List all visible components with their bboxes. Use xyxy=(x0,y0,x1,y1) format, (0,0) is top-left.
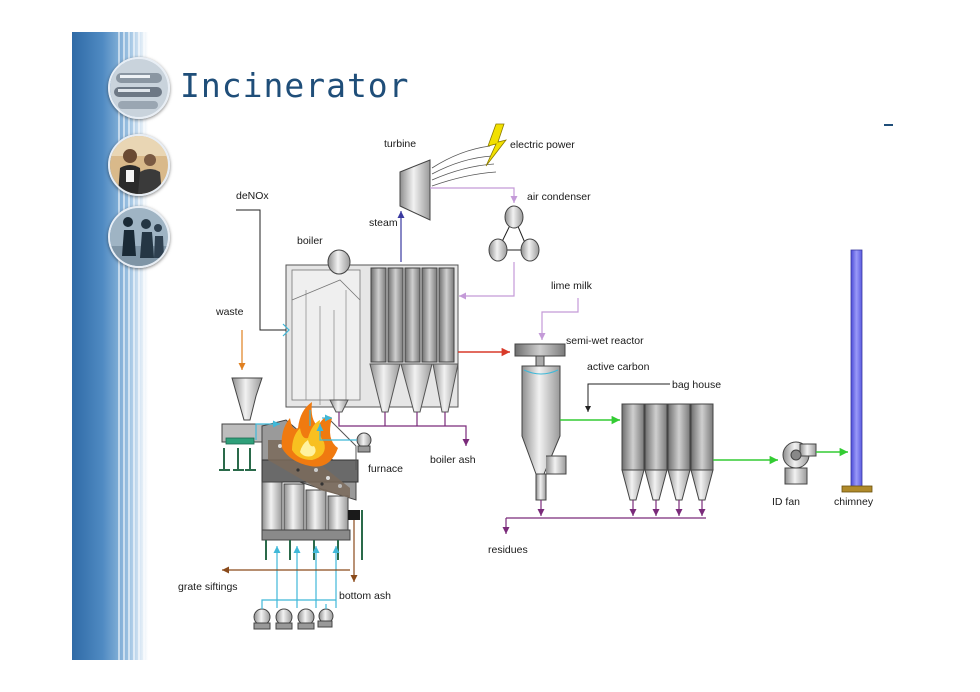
label-active-carbon: active carbon xyxy=(587,361,650,373)
exhaust-line xyxy=(430,187,518,203)
semi-wet-reactor xyxy=(514,343,567,501)
lightning-icon xyxy=(485,123,508,167)
label-lime-milk: lime milk xyxy=(551,280,593,292)
label-semi-wet-reactor: semi-wet reactor xyxy=(566,335,644,347)
label-grate-siftings: grate siftings xyxy=(178,581,238,593)
bag-house xyxy=(621,403,714,501)
label-air-condenser: air condenser xyxy=(527,191,591,203)
primary-air-lines xyxy=(261,546,340,609)
label-bottom-ash: bottom ash xyxy=(339,590,391,602)
power-lines xyxy=(431,145,497,187)
label-boiler: boiler xyxy=(297,235,323,247)
title-rule xyxy=(884,124,893,126)
air-condenser xyxy=(488,205,540,262)
residues-lines xyxy=(502,500,706,534)
label-furnace: furnace xyxy=(368,463,403,475)
boiler-ash-line xyxy=(338,412,470,446)
boiler xyxy=(285,249,459,413)
active-carbon-line xyxy=(585,383,670,412)
feed-hopper xyxy=(219,377,267,471)
id-fan xyxy=(782,441,817,485)
condensate-line xyxy=(459,262,515,300)
photo-business-people-icon xyxy=(108,134,170,196)
label-electric-power: electric power xyxy=(510,139,575,151)
label-residues: residues xyxy=(488,544,528,556)
label-boiler-ash: boiler ash xyxy=(430,454,476,466)
photo-walking-people-icon xyxy=(108,206,170,268)
lime-milk-line xyxy=(538,298,579,340)
label-chimney: chimney xyxy=(834,496,874,508)
primary-air-fans xyxy=(253,608,334,630)
label-id-fan: ID fan xyxy=(772,496,800,508)
air-injection-lines xyxy=(255,410,332,440)
label-turbine: turbine xyxy=(384,138,416,150)
denox-line xyxy=(236,209,286,331)
label-waste: waste xyxy=(215,306,244,318)
slide-title: Incinerator xyxy=(180,66,410,105)
label-denox: deNOx xyxy=(236,190,269,202)
secondary-air-fan xyxy=(316,424,372,453)
label-steam: steam xyxy=(369,217,398,229)
chimney xyxy=(841,249,873,493)
turbine xyxy=(399,159,431,221)
photo-rollers-icon xyxy=(108,57,170,119)
label-bag-house: bag house xyxy=(672,379,721,391)
